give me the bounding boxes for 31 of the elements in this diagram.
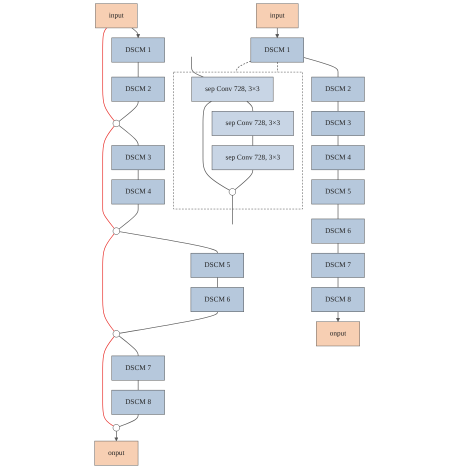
connector [118, 101, 138, 122]
connector [119, 311, 218, 334]
connector [102, 28, 115, 122]
connector [234, 170, 254, 190]
connector [119, 231, 218, 254]
node-circle [112, 424, 120, 432]
connector [102, 126, 115, 229]
connector [119, 414, 138, 427]
connector [246, 101, 254, 112]
connector [236, 60, 252, 72]
connector [102, 336, 115, 426]
connector [252, 135, 254, 146]
cluster [173, 72, 303, 210]
connector [118, 204, 138, 230]
connector [202, 101, 230, 191]
node-circle [112, 120, 120, 128]
connector [118, 336, 138, 356]
connector [303, 57, 338, 78]
node-circle [112, 330, 120, 338]
connector [216, 277, 218, 288]
arrow [275, 28, 280, 38]
connector [232, 194, 233, 225]
node-circle [228, 188, 236, 196]
node-circle [112, 228, 120, 235]
connector [118, 125, 138, 146]
arrow [114, 430, 118, 442]
connector [102, 233, 115, 332]
arrow [336, 311, 340, 322]
arrow [131, 28, 140, 38]
connector [277, 62, 278, 72]
connector [191, 56, 204, 78]
